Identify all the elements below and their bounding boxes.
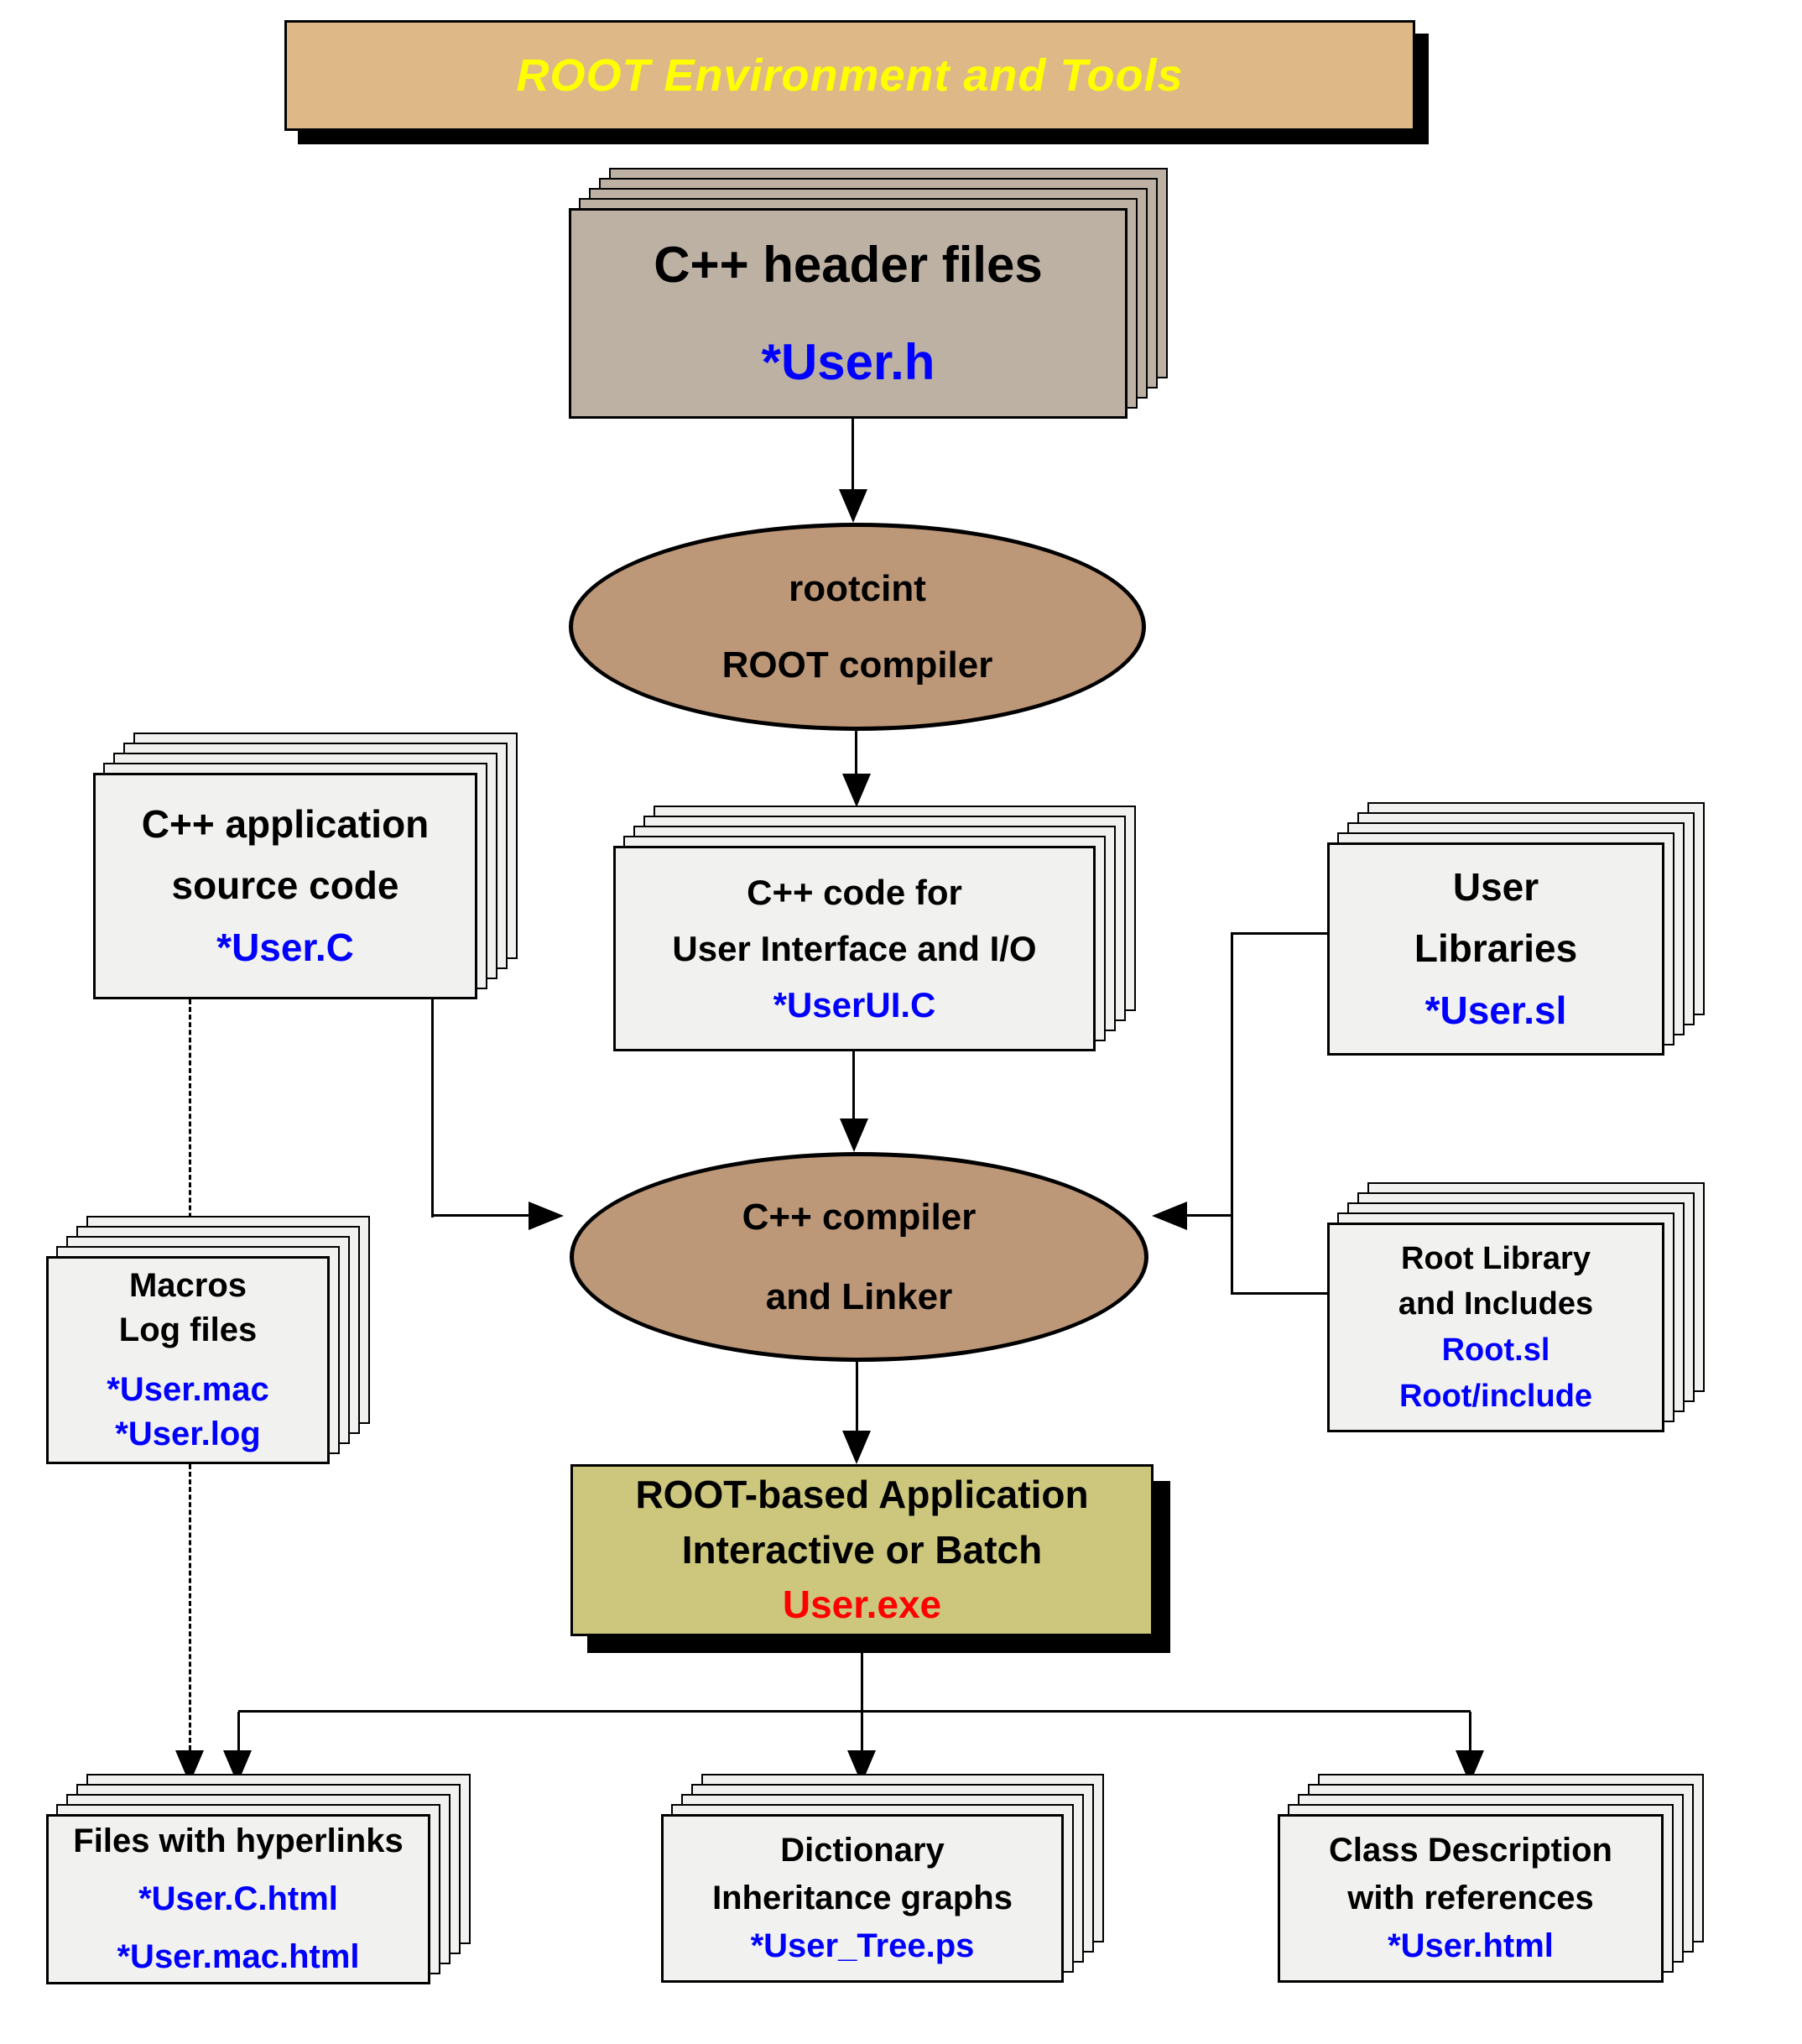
connector-header-to-rootcint: [852, 419, 854, 491]
node-macros: Macros Log files *User.mac *User.log: [46, 1216, 370, 1464]
connector-userlib-branch: [1232, 932, 1327, 935]
node-label: Macros: [128, 1267, 247, 1305]
node-app-source: C++ application source code *User.C: [93, 733, 518, 999]
node-label: rootcint: [789, 567, 926, 609]
node-hyperlink-files-face: Files with hyperlinks *User.C.html *User…: [46, 1814, 430, 1984]
node-application: ROOT-based Application Interactive or Ba…: [570, 1464, 1154, 1636]
connector-branch-to-dictionary: [861, 1712, 863, 1750]
node-filename: *User_Tree.ps: [750, 1927, 975, 1964]
node-dictionary-face: Dictionary Inheritance graphs *User_Tree…: [661, 1814, 1064, 1983]
node-filename: *User.html: [1388, 1927, 1554, 1964]
arrowhead-appsource-to-compiler: [529, 1202, 564, 1230]
page-title: ROOT Environment and Tools: [516, 50, 1184, 101]
title-banner: ROOT Environment and Tools: [284, 20, 1415, 131]
node-dictionary: Dictionary Inheritance graphs *User_Tree…: [661, 1774, 1104, 1983]
node-ui-code: C++ code for User Interface and I/O *Use…: [613, 806, 1136, 1051]
node-filename: *UserUI.C: [773, 985, 936, 1025]
node-ui-code-face: C++ code for User Interface and I/O *Use…: [613, 846, 1096, 1051]
node-label: Root Library: [1401, 1240, 1591, 1276]
node-label: Interactive or Batch: [681, 1527, 1043, 1572]
node-filename: *User.C: [216, 925, 354, 969]
node-label: C++ code for: [747, 872, 962, 912]
node-label: source code: [171, 863, 399, 908]
node-app-source-face: C++ application source code *User.C: [93, 773, 477, 999]
node-filename: *User.sl: [1424, 988, 1567, 1032]
arrowhead-rootcint-to-uicode: [842, 774, 871, 807]
node-label: Class Description: [1329, 1832, 1612, 1869]
connector-compiler-to-application: [856, 1362, 858, 1431]
node-label: ROOT-based Application: [635, 1473, 1089, 1517]
node-user-libraries-face: User Libraries *User.sl: [1327, 842, 1664, 1056]
node-label: C++ compiler: [742, 1196, 977, 1238]
node-user-libraries: User Libraries *User.sl: [1327, 802, 1705, 1056]
node-label: User: [1452, 864, 1539, 909]
arrowhead-libraries-to-compiler: [1152, 1202, 1187, 1230]
node-filename: *User.log: [115, 1415, 261, 1452]
node-root-library: Root Library and Includes Root.sl Root/i…: [1327, 1182, 1705, 1432]
connector-appsource-down: [431, 999, 434, 1218]
node-label: Files with hyperlinks: [73, 1822, 404, 1860]
connector-rootlib-branch: [1232, 1292, 1327, 1295]
connector-dashed-macros-to-hyperlinks: [189, 1464, 191, 1750]
arrowhead-compiler-to-application: [842, 1431, 871, 1464]
connector-rootcint-to-uicode: [855, 730, 857, 774]
node-label: with references: [1347, 1880, 1594, 1917]
node-label: Dictionary: [780, 1832, 945, 1869]
node-label: and Includes: [1398, 1286, 1594, 1322]
node-header-files-face: C++ header files *User.h: [569, 208, 1128, 419]
connector-outputs-branch: [238, 1710, 1471, 1713]
node-label: and Linker: [765, 1276, 953, 1317]
node-filename: *User.mac.html: [117, 1937, 360, 1975]
node-filename: Root/include: [1398, 1378, 1593, 1414]
connector-branch-to-classdesc: [1469, 1712, 1471, 1750]
node-label: Log files: [118, 1311, 258, 1349]
connector-appsource-to-compiler: [431, 1214, 529, 1217]
node-label: Inheritance graphs: [712, 1880, 1013, 1917]
node-label: ROOT compiler: [721, 644, 993, 686]
node-root-library-face: Root Library and Includes Root.sl Root/i…: [1327, 1223, 1664, 1432]
node-compiler: C++ compiler and Linker: [570, 1152, 1148, 1362]
node-header-files: C++ header files *User.h: [569, 168, 1168, 419]
arrowhead-uicode-to-compiler: [840, 1118, 868, 1152]
connector-libraries-vertical: [1231, 932, 1233, 1295]
node-filename: *User.mac: [107, 1371, 269, 1408]
node-filename: *User.C.html: [138, 1880, 338, 1918]
arrowhead-header-to-rootcint: [839, 489, 867, 523]
node-rootcint: rootcint ROOT compiler: [569, 523, 1146, 731]
node-filename: Root.sl: [1441, 1332, 1550, 1368]
connector-uicode-to-compiler: [852, 1051, 855, 1118]
node-macros-face: Macros Log files *User.mac *User.log: [46, 1256, 330, 1464]
connector-application-down: [861, 1636, 863, 1712]
node-filename: *User.h: [761, 333, 935, 390]
node-class-description-face: Class Description with references *User.…: [1278, 1814, 1664, 1983]
node-label: User Interface and I/O: [672, 928, 1037, 968]
connector-branch-to-hyperlinks: [237, 1712, 240, 1750]
connector-libraries-to-compiler: [1187, 1214, 1232, 1217]
node-class-description: Class Description with references *User.…: [1278, 1774, 1704, 1983]
node-label: C++ application: [141, 801, 430, 846]
connector-dashed-appsource-to-macros: [189, 999, 191, 1256]
node-exe-name: User.exe: [782, 1583, 942, 1627]
node-label: Libraries: [1414, 926, 1578, 971]
node-hyperlink-files: Files with hyperlinks *User.C.html *User…: [46, 1774, 471, 1984]
node-label: C++ header files: [654, 237, 1043, 294]
